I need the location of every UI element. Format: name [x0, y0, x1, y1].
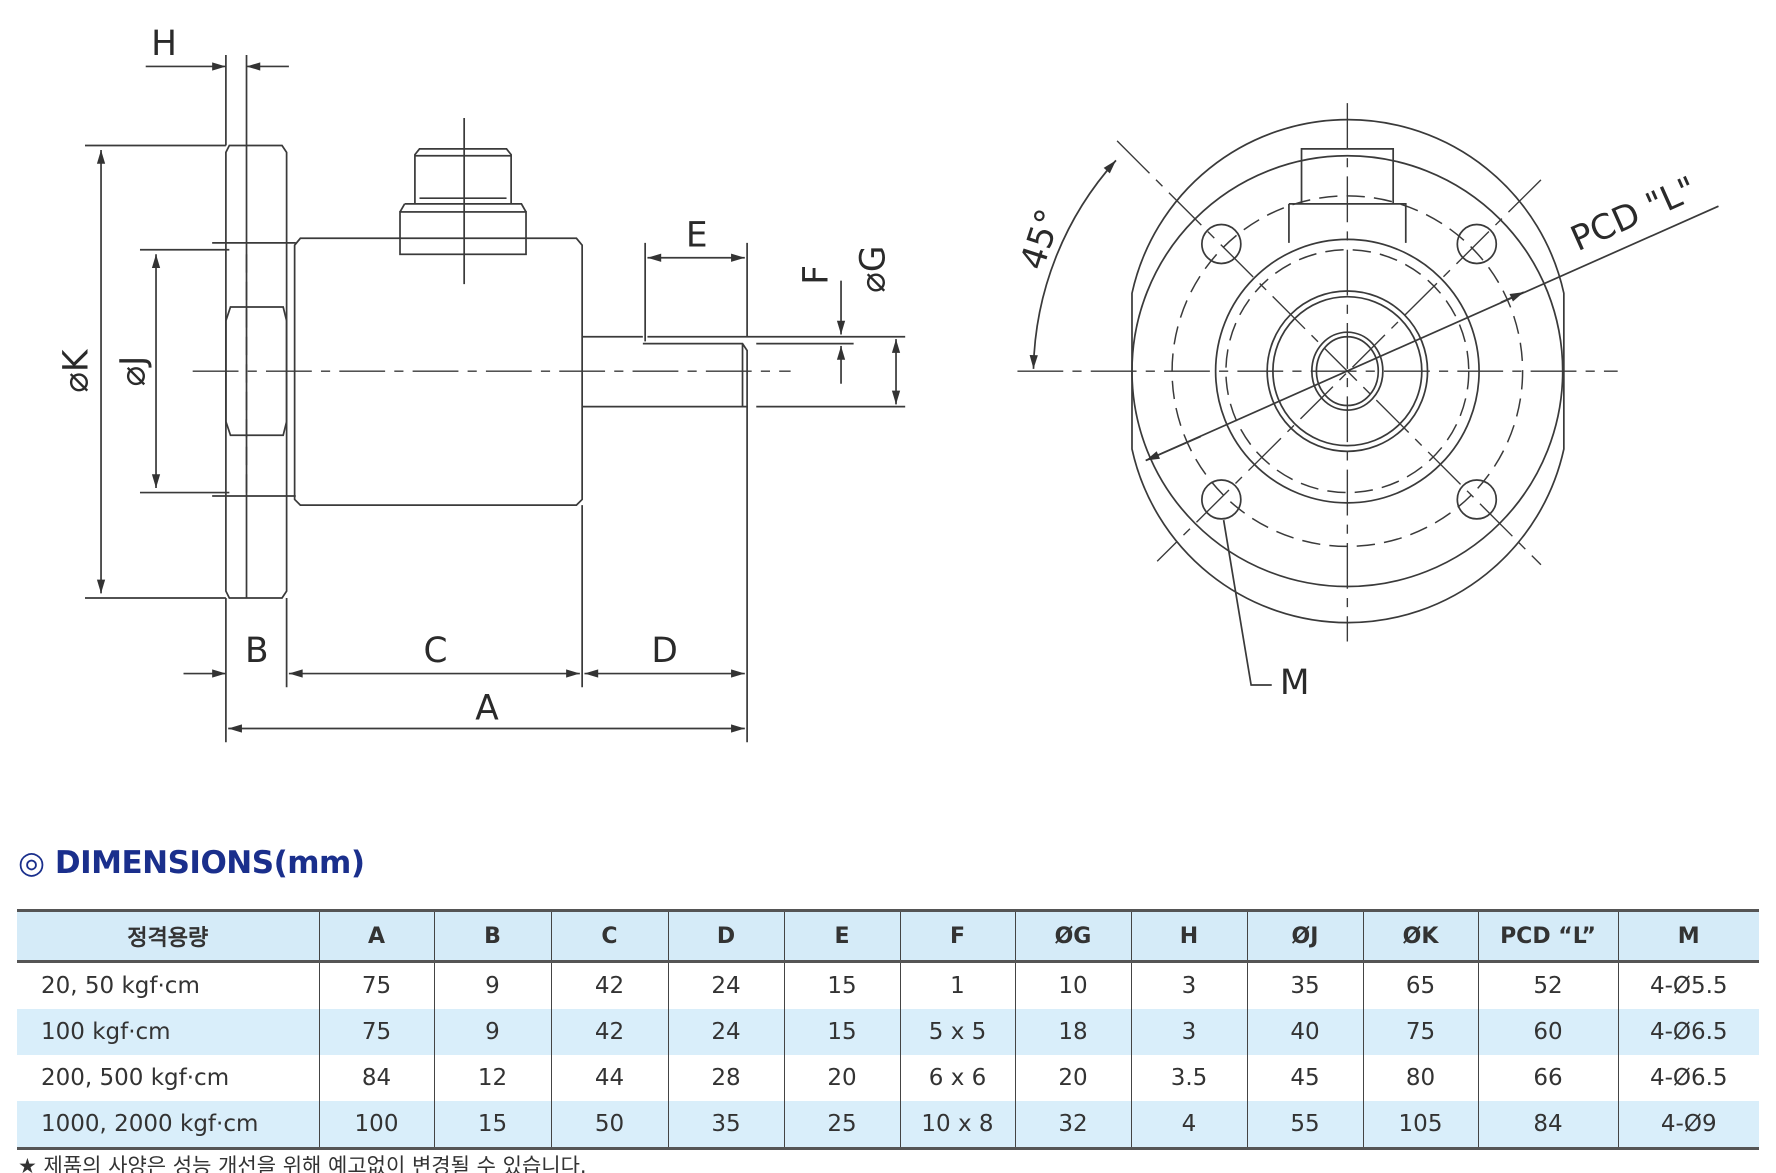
dimension-cell: 10 [1014, 961, 1131, 1009]
label-h: H [151, 24, 177, 64]
capacity-cell: 1000, 2000 kgf·cm [17, 1101, 319, 1150]
dimension-cell: 1 [899, 961, 1015, 1009]
dimension-cell: 75 [318, 1009, 434, 1055]
dimension-cell: 32 [1014, 1101, 1131, 1150]
dimension-cell: 75 [318, 961, 434, 1009]
section-title: ◎ DIMENSIONS(mm) [18, 845, 365, 881]
footnote: ★ 제품의 사양은 성능 개선을 위해 예고없이 변경될 수 있습니다. [18, 1154, 587, 1173]
column-header: ØK [1362, 909, 1478, 963]
dimension-cell: 20 [1014, 1055, 1131, 1101]
column-header: E [783, 909, 900, 963]
dimension-cell: 55 [1246, 1101, 1363, 1150]
dimension-cell: 65 [1362, 961, 1478, 1009]
dimension-cell: 3.5 [1130, 1055, 1247, 1101]
capacity-cell: 100 kgf·cm [17, 1009, 319, 1055]
dimension-cell: 6 x 6 [899, 1055, 1015, 1101]
column-header: H [1130, 909, 1247, 963]
column-header: 정격용량 [17, 909, 319, 963]
dimension-cell: 28 [667, 1055, 784, 1101]
dimension-cell: 9 [433, 1009, 551, 1055]
dimension-cell: 15 [433, 1101, 551, 1150]
dimension-cell: 18 [1014, 1009, 1131, 1055]
capacity-cell: 200, 500 kgf·cm [41, 1065, 230, 1091]
column-header: ØG [1014, 909, 1131, 963]
dimension-cell: 84 [318, 1055, 434, 1101]
column-header: D [667, 909, 784, 963]
label-d: D [651, 631, 677, 671]
dimension-cell: 50 [550, 1101, 668, 1150]
column-header: F [899, 909, 1015, 963]
dimension-cell: 4-Ø5.5 [1617, 961, 1759, 1009]
column-header: PCD “L” [1477, 909, 1618, 963]
dimension-cell: 35 [1246, 961, 1363, 1009]
column-header: ØJ [1246, 909, 1363, 963]
column-header: M [1617, 909, 1759, 963]
dimension-cell: 3 [1130, 1009, 1247, 1055]
capacity-cell: 20, 50 kgf·cm [41, 973, 200, 999]
label-pcd: PCD "L" [1565, 169, 1703, 260]
label-f: F [796, 265, 836, 285]
dimension-cell: 24 [667, 961, 784, 1009]
dimension-cell: 9 [433, 961, 551, 1009]
dimension-cell: 12 [433, 1055, 551, 1101]
dimension-cell: 24 [667, 1009, 784, 1055]
column-header: C [550, 909, 668, 963]
dimension-cell: 35 [667, 1101, 784, 1150]
dimension-cell: 4-Ø9 [1617, 1101, 1759, 1150]
dimension-cell: 25 [783, 1101, 900, 1150]
dimension-cell: 42 [550, 961, 668, 1009]
dimension-cell: 10 x 8 [899, 1101, 1015, 1150]
dimension-cell: 42 [550, 1009, 668, 1055]
dimension-cell: 3 [1130, 961, 1247, 1009]
dimension-cell: 80 [1362, 1055, 1478, 1101]
column-header: A [318, 909, 434, 963]
dimension-cell: 44 [550, 1055, 668, 1101]
label-j: ⌀J [114, 356, 154, 387]
dimension-cell: 40 [1246, 1009, 1363, 1055]
dimension-cell: 20 [783, 1055, 900, 1101]
front-view: 45° PCD "L" M [1013, 103, 1719, 703]
dimension-cell: 60 [1477, 1009, 1618, 1055]
dimension-cell: 105 [1362, 1101, 1478, 1150]
dimension-cell: 15 [783, 961, 900, 1009]
dimension-cell: 100 [318, 1101, 434, 1150]
label-e: E [686, 215, 708, 255]
dimension-cell: 4 [1130, 1101, 1247, 1150]
label-g: ⌀G [854, 246, 894, 293]
label-m: M [1280, 663, 1310, 703]
label-k: ⌀K [56, 348, 96, 393]
dimension-cell: 15 [783, 1009, 900, 1055]
side-view: H ⌀K ⌀J E F ⌀G B C D A [56, 24, 906, 743]
dimension-cell: 84 [1477, 1101, 1618, 1150]
dimension-cell: 52 [1477, 961, 1618, 1009]
dimension-cell: 4-Ø6.5 [1617, 1009, 1759, 1055]
dimension-cell: 4-Ø6.5 [1617, 1055, 1759, 1101]
dimension-cell: 66 [1477, 1055, 1618, 1101]
label-c: C [424, 631, 448, 671]
column-header: B [433, 909, 551, 963]
dimension-cell: 75 [1362, 1009, 1478, 1055]
dimension-cell: 45 [1246, 1055, 1363, 1101]
label-a: A [475, 688, 499, 728]
dimension-cell: 5 x 5 [899, 1009, 1015, 1055]
label-angle: 45° [1013, 204, 1070, 274]
label-b: B [245, 631, 269, 671]
